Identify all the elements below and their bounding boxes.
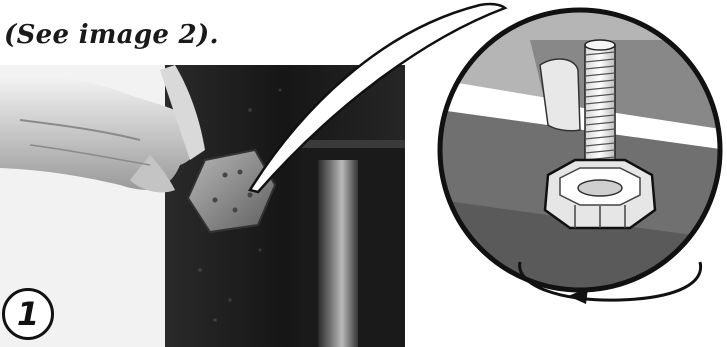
- caption-see-image-2: (See image 2).: [4, 20, 219, 50]
- detail-leveling-foot-icon: [440, 10, 727, 300]
- step-number-badge: 1: [2, 288, 54, 340]
